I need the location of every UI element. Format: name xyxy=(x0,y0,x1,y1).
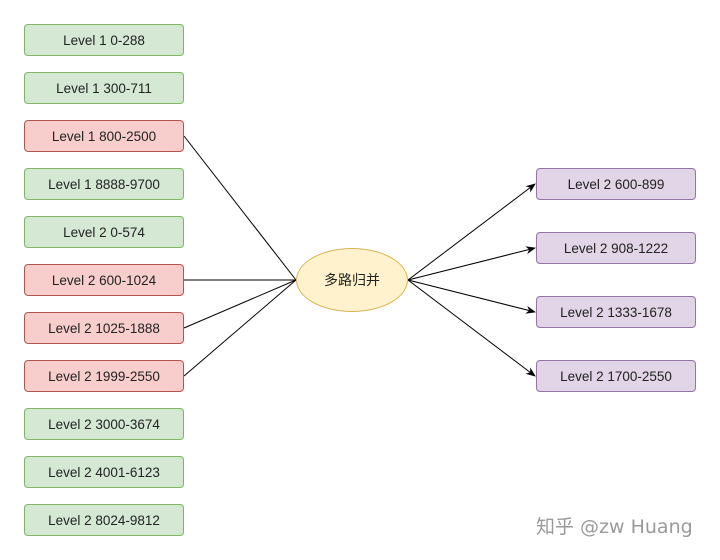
left-node: Level 2 8024-9812 xyxy=(24,504,184,536)
input-edge xyxy=(183,279,297,377)
output-arrow xyxy=(407,279,536,314)
left-node: Level 1 0-288 xyxy=(24,24,184,56)
output-node: Level 2 600-899 xyxy=(536,168,696,200)
left-node: Level 2 3000-3674 xyxy=(24,408,184,440)
input-edge xyxy=(183,279,297,329)
left-node: Level 1 8888-9700 xyxy=(24,168,184,200)
output-node: Level 2 1333-1678 xyxy=(536,296,696,328)
left-node: Level 2 1999-2550 xyxy=(24,360,184,392)
watermark: 知乎 @zw Huang xyxy=(536,516,693,538)
left-node: Level 1 800-2500 xyxy=(24,120,184,152)
output-arrow xyxy=(407,246,536,281)
left-node: Level 2 0-574 xyxy=(24,216,184,248)
input-edge xyxy=(183,135,297,281)
left-node: Level 2 1025-1888 xyxy=(24,312,184,344)
output-arrow xyxy=(407,183,536,281)
merge-node: 多路归并 xyxy=(296,248,408,312)
output-arrow xyxy=(407,279,536,377)
left-node: Level 1 300-711 xyxy=(24,72,184,104)
left-node: Level 2 600-1024 xyxy=(24,264,184,296)
output-node: Level 2 1700-2550 xyxy=(536,360,696,392)
left-node: Level 2 4001-6123 xyxy=(24,456,184,488)
output-node: Level 2 908-1222 xyxy=(536,232,696,264)
